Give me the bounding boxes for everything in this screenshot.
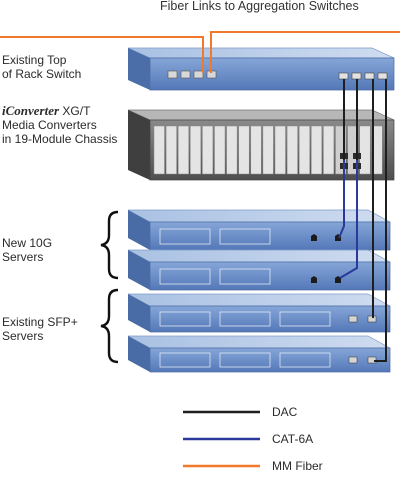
bracket-sfp-servers [100,288,119,364]
converter-module-slot [298,125,310,175]
sfp-servers-line-2: Servers [2,329,44,343]
legend-lines [183,410,260,468]
server-new-2 [127,249,391,291]
tor-ports-right [338,72,388,80]
tor-switch-label: Existing Top of Rack Switch [2,53,81,81]
diagram-title: Fiber Links to Aggregation Switches [160,0,359,13]
server-sfp-1 [127,293,391,333]
legend-label-cat6a: CAT-6A [272,432,314,446]
fiber-links [0,31,400,73]
converter-module-slot [347,125,359,175]
converter-module-slot [250,125,262,175]
sfp-servers-label: Existing SFP+ Servers [2,315,78,343]
converter-module-slot [153,125,165,175]
converter-chassis [127,109,395,181]
converter-label-line-3: in 19-Module Chassis [2,132,118,146]
legend-label-dac: DAC [272,405,298,419]
converter-module-slot [165,125,177,175]
converter-module-slot [286,125,298,175]
tor-label-line-2: of Rack Switch [2,67,82,81]
converter-model: XG/T [59,104,91,118]
converter-module-slot [274,125,286,175]
converter-module-slot [359,125,371,175]
converter-module-slot [262,125,274,175]
tor-label-line-1: Existing Top [2,53,67,67]
new-servers-line-2: Servers [2,250,44,264]
tor-ports-left [167,70,217,79]
cat6a-cables [338,160,358,279]
bracket-new-servers [100,210,119,280]
new-servers-line-1: New 10G [2,236,53,250]
server-sfp-2 [127,335,391,373]
converter-module-slot [238,125,250,175]
converter-module-slot [202,125,214,175]
converter-module-slot [335,125,347,175]
converter-module-slot [214,125,226,175]
tor-switch [127,47,395,91]
converter-module-slot [190,125,202,175]
converter-module-slot [323,125,335,175]
converter-label-line-1: iConverter XG/T [2,103,117,119]
converter-label-line-2: Media Converters [2,118,97,132]
sfp-servers-line-1: Existing SFP+ [2,315,78,329]
converter-module-slot [177,125,189,175]
dac-cables [343,79,387,362]
converter-module-slot [311,125,323,175]
converter-modules [153,125,383,175]
converter-module-slot [371,125,383,175]
server-new-1 [127,209,391,251]
legend-label-fiber: MM Fiber [272,459,323,473]
converter-label: iConverter XG/T Media Converters in 19-M… [2,103,118,147]
iconverter-brand: iConverter [2,103,60,118]
new-servers-label: New 10G Servers [2,236,52,264]
converter-module-slot [226,125,238,175]
